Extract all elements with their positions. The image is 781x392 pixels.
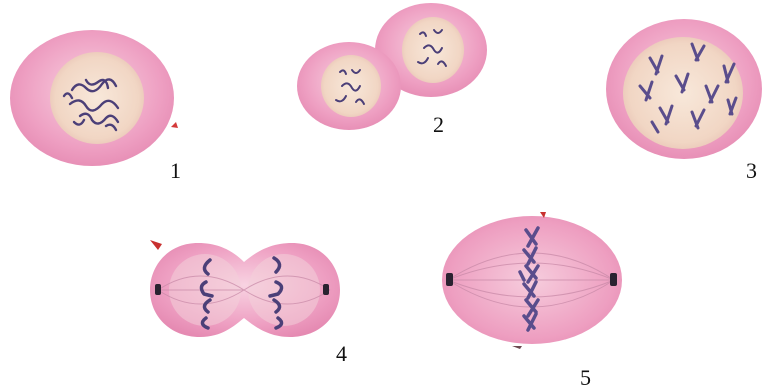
stage-5-cell: 5	[442, 212, 622, 390]
centriole-left	[155, 284, 161, 295]
stage-label-4: 4	[336, 341, 347, 366]
centriole-right	[610, 273, 617, 286]
stage-label-5: 5	[580, 365, 591, 390]
dark-fragment-mark	[512, 346, 522, 349]
stage-2-cells: 2	[297, 3, 487, 137]
stage-label-3: 3	[746, 158, 757, 183]
stage-3-cell: 3	[606, 19, 762, 183]
red-fragment-mark	[150, 240, 162, 250]
stage-4-cell: 4	[150, 240, 347, 366]
stage-label-2: 2	[433, 112, 444, 137]
stage-label-1: 1	[170, 158, 181, 183]
nucleus	[50, 52, 144, 144]
stage-1-cell: 1	[10, 30, 181, 183]
cleavage-shade-right	[248, 254, 320, 326]
red-fragment-mark	[171, 122, 178, 128]
centriole-left	[446, 273, 453, 286]
centriole-right	[323, 284, 329, 295]
